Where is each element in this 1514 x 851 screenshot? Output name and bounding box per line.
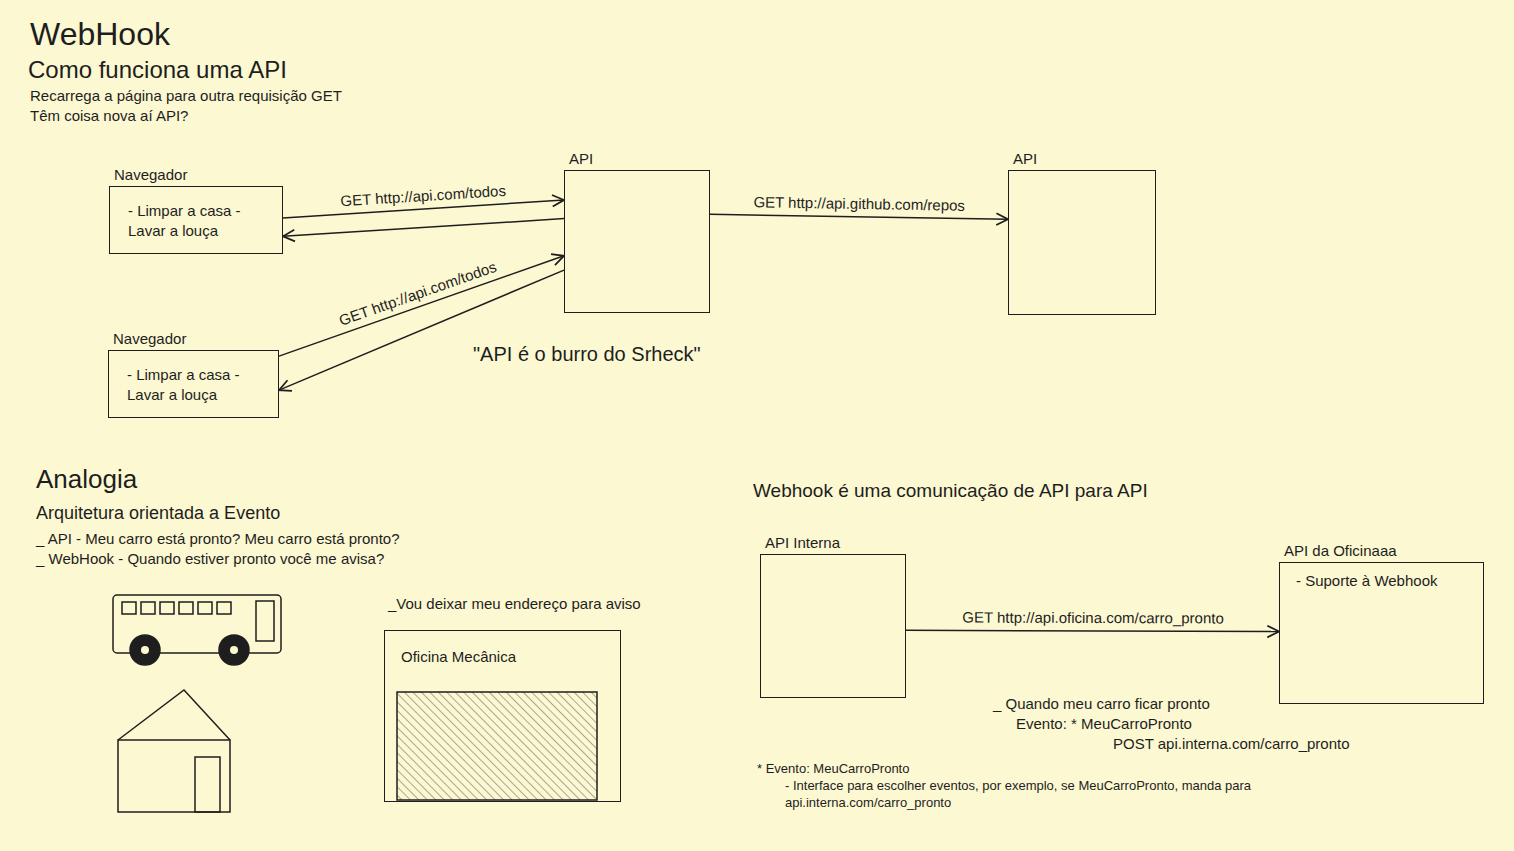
api-box: API [564,170,710,313]
arrow-connector [279,256,564,356]
box-heading: API da Oficinaaa [1284,541,1397,561]
box-text: - Limpar a casa - Lavar a louça [128,201,244,242]
note-text: Recarrega a página para outra requisição… [30,86,342,106]
subheading: Arquitetura orientada a Evento [36,502,280,525]
note-text: Evento: * MeuCarroPronto [1016,714,1192,734]
note-text: _ API - Meu carro está pronto? Meu carro… [36,529,400,549]
box-text: Oficina Mecânica [401,647,620,667]
edge-label: GET http://api.com/todos [334,257,500,330]
page-title: WebHook [30,14,170,56]
quote-text: "API é o burro do Srheck" [473,341,701,367]
edge-label: GET http://api.oficina.com/carro_pronto [960,608,1226,627]
note-text: Têm coisa nova aí API? [30,106,188,126]
api-box: API [1008,170,1156,315]
arrow-connector [906,630,1279,631]
note-text: _ Quando meu carro ficar pronto [993,694,1210,714]
footnote-text: * Evento: MeuCarroPronto [757,761,909,778]
box-heading: Navegador [113,329,186,349]
note-text: _ WebHook - Quando estiver pronto você m… [36,549,384,569]
garage-door [397,692,597,800]
box-heading: API Interna [765,533,840,553]
edge-label: GET http://api.github.com/repos [751,193,967,215]
bus-drawing [113,595,281,665]
box-heading: API [1013,149,1037,169]
note-text: _Vou deixar meu endereço para aviso [388,594,641,614]
box-heading: API [569,149,593,169]
browser-box: Navegador- Limpar a casa - Lavar a louça [109,186,283,254]
arrow-connector [283,219,564,237]
note-text: POST api.interna.com/carro_pronto [1113,734,1350,754]
footnote-text: - Interface para escolher eventos, por e… [785,778,1255,812]
api-box: API da Oficinaaa- Suporte à Webhook [1279,562,1484,704]
box-heading: Navegador [114,165,187,185]
api-box: API Interna [760,554,906,698]
section-heading: Analogia [36,463,137,497]
section-heading: Webhook é uma comunicação de API para AP… [753,479,1148,504]
house-drawing [118,690,230,812]
section-heading: Como funciona uma API [28,54,287,85]
workshop-box: Oficina Mecânica [384,630,621,802]
box-text: - Limpar a casa - Lavar a louça [127,365,243,406]
browser-box: Navegador- Limpar a casa - Lavar a louça [108,350,279,418]
edge-label: GET http://api.com/todos [337,182,507,211]
box-text: - Suporte à Webhook [1296,571,1483,591]
arrow-connector [710,214,1008,219]
